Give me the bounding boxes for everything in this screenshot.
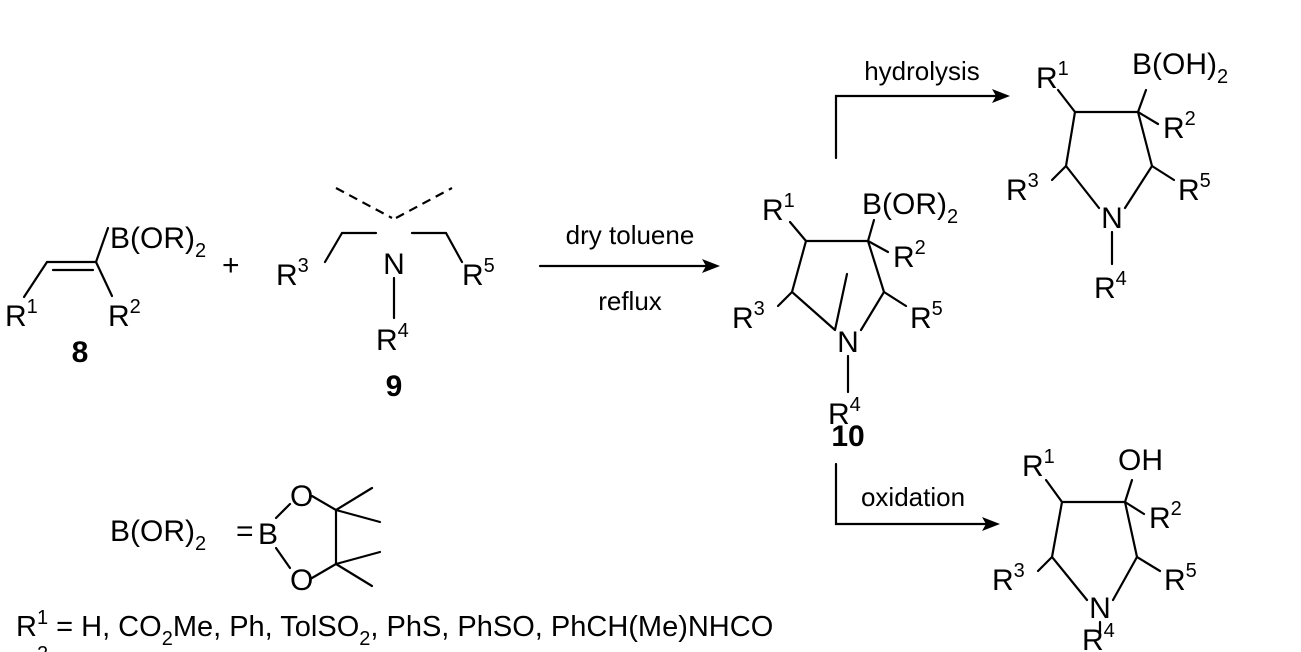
oxidation-arrow-shaft [834, 462, 992, 526]
boronate-definition: B(OR)2 = B O O [110, 480, 382, 597]
compound-9-n: N [383, 248, 405, 281]
definition-boron: B [258, 518, 278, 551]
bond-b-o-top [274, 502, 292, 520]
definition-oxygen-bottom: O [290, 564, 313, 597]
r2-definition-partial: R2 [16, 643, 48, 652]
definition-oxygen-top: O [290, 480, 313, 513]
methyl-top-2 [334, 508, 382, 524]
compound-10-r2: R2 [893, 237, 926, 274]
hydrolysis-arrow: hydrolysis [834, 56, 1010, 160]
compound-9-number: 9 [386, 370, 403, 403]
compound-9-r5: R5 [462, 255, 495, 292]
bond-b-o-bottom [274, 546, 292, 570]
substituent-definitions: R1 = H, CO2Me, Ph, TolSO2, PhS, PhSO, Ph… [16, 607, 773, 652]
ring-oxidation-product [1050, 500, 1139, 602]
compound-8-boronate: B(OR)2 [110, 222, 206, 262]
main-reaction-arrow: dry toluene reflux [538, 220, 720, 316]
compound-8: B(OR)2 R1 R2 8 [5, 222, 206, 369]
compound-10-r3: R3 [732, 298, 765, 335]
compound-10-r4: R4 [828, 394, 861, 431]
plus-sign: + [222, 249, 240, 282]
compound-10-number: 10 [831, 420, 864, 453]
hydrolysis-arrow-head [992, 89, 1010, 103]
compound-10-n: N [837, 326, 859, 359]
op-r3: R3 [992, 560, 1025, 597]
compound-8-r2: R2 [108, 296, 141, 333]
bond-8-c2-r2 [94, 260, 114, 298]
bond-hp-r3 [1050, 164, 1068, 182]
ring-10 [790, 239, 886, 332]
op-r2: R2 [1149, 498, 1182, 535]
bond-op-oh [1123, 478, 1134, 504]
hp-boronic-acid: B(OH)2 [1132, 48, 1228, 88]
bond-o-c-top [310, 494, 338, 512]
bond-8-c2-b [94, 226, 110, 264]
compound-9-r4: R4 [376, 320, 409, 357]
compound-9: R3 N R5 R4 9 [276, 187, 495, 403]
hydrolysis-arrow-shaft [834, 94, 1002, 160]
hydrolysis-product: R1 B(OH)2 R2 R3 N R5 R4 [1006, 48, 1228, 305]
r1-definition: R1 = H, CO2Me, Ph, TolSO2, PhS, PhSO, Ph… [16, 607, 773, 650]
bond-hp-boh [1136, 88, 1148, 114]
compound-10-r1: R1 [762, 190, 795, 227]
main-arrow-head [702, 259, 720, 273]
hydrolysis-label: hydrolysis [864, 56, 980, 86]
bond-8-r1-c1 [22, 260, 49, 299]
condition-solvent: dry toluene [566, 220, 695, 250]
bond-op-r3 [1036, 555, 1054, 573]
hp-r5: R5 [1178, 170, 1211, 207]
compound-10-boronate: B(OR)2 [862, 188, 958, 228]
op-hydroxyl: OH [1118, 444, 1163, 477]
bond-o-c-bottom [310, 562, 338, 580]
bond-op-r2 [1123, 500, 1146, 516]
ylide-dash-right [395, 187, 453, 219]
compound-8-number: 8 [72, 336, 89, 369]
bond-9-r3-c [323, 231, 344, 264]
bond-9-c-r5 [444, 231, 464, 264]
op-r5: R5 [1164, 560, 1197, 597]
compound-10: R1 B(OR)2 R2 R3 N R5 R4 10 [732, 188, 958, 453]
methyl-top-1 [334, 486, 374, 512]
compound-10-r5: R5 [910, 298, 943, 335]
op-n: N [1089, 592, 1111, 625]
hp-r3: R3 [1006, 170, 1039, 207]
oxidation-arrow: oxidation [834, 462, 1000, 531]
ring-hydrolysis-product [1064, 110, 1154, 210]
compound-8-r1: R1 [5, 296, 38, 333]
bond-hp-r5 [1150, 164, 1176, 182]
hp-n: N [1101, 202, 1123, 235]
bond-10-r3 [776, 290, 794, 308]
bond-10-b [866, 218, 876, 243]
bond-10-r1 [788, 220, 808, 243]
hp-r4: R4 [1094, 268, 1127, 305]
bond-10-r5 [882, 290, 908, 308]
condition-temperature: reflux [598, 286, 662, 316]
bond-hp-r2 [1136, 110, 1160, 126]
methyl-bottom-1 [334, 550, 382, 566]
bond-hp-r1 [1056, 88, 1077, 114]
op-r4: R4 [1082, 620, 1115, 652]
hp-r1: R1 [1036, 58, 1069, 95]
bond-10-r2 [866, 239, 890, 254]
oxidation-product: R1 OH R2 R3 N R5 R4 [992, 444, 1197, 652]
compound-9-r3: R3 [276, 255, 309, 292]
bond-op-r5 [1135, 555, 1162, 573]
oxidation-arrow-head [982, 517, 1000, 531]
bond-op-r1 [1044, 478, 1064, 504]
definition-equals: = [236, 515, 254, 548]
op-r1: R1 [1022, 446, 1055, 483]
definition-lhs: B(OR)2 [110, 515, 206, 555]
oxidation-label: oxidation [861, 482, 965, 512]
methyl-bottom-2 [334, 562, 374, 588]
hp-r2: R2 [1163, 108, 1196, 145]
ylide-dash-left [335, 187, 393, 219]
